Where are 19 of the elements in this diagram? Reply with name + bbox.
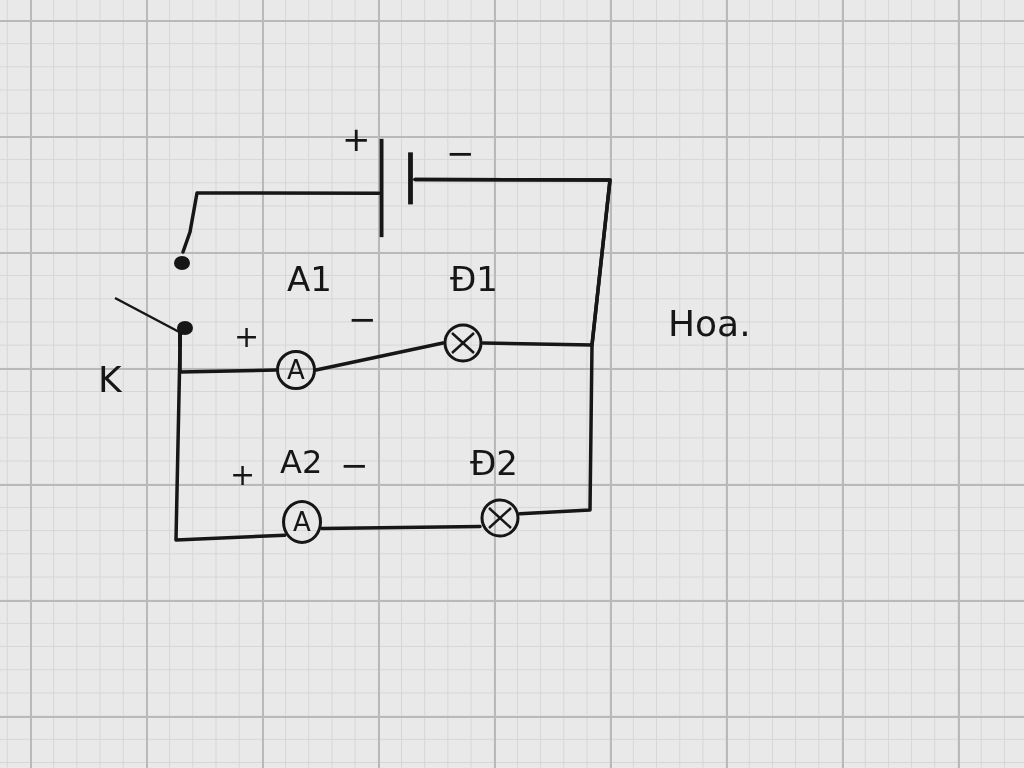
component-label: −: [340, 448, 369, 482]
component-label: +: [234, 322, 260, 352]
component-label: K: [98, 362, 122, 398]
component-label: −: [446, 136, 475, 170]
component-label: Đ2: [470, 446, 518, 480]
component-label: +: [230, 460, 256, 490]
component-label: +: [342, 122, 371, 156]
component-label: Đ1: [450, 262, 498, 296]
wire: [181, 191, 381, 254]
component-label: A2: [280, 446, 323, 478]
wire: [174, 345, 287, 542]
wire: [314, 341, 445, 372]
component-label: −: [348, 302, 377, 336]
wire: [413, 177, 612, 516]
ammeter-symbol: A: [276, 350, 316, 390]
component-label: A1: [287, 262, 332, 296]
ammeter-symbol: A: [282, 500, 322, 544]
wire: [320, 524, 482, 531]
handwritten-note: Hoa.: [668, 306, 751, 342]
